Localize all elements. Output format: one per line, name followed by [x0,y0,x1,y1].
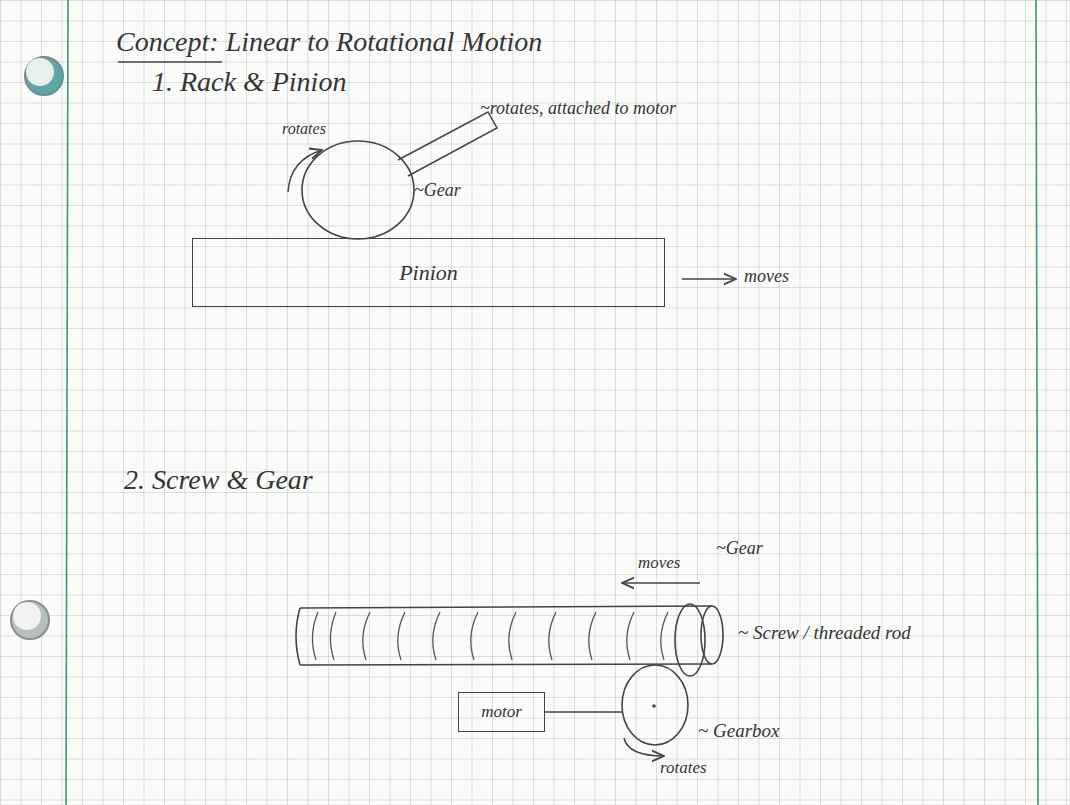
section-heading: 2. Screw & Gear [124,464,313,496]
part-name: ~Gear [414,180,461,201]
margin-line [1036,0,1038,805]
motion-note: moves [744,266,789,287]
gear-arm [398,112,497,176]
rotation-arrow [288,150,322,192]
screw-rod [300,606,712,608]
diagram-title: Concept: Linear to Rotational Motion [116,26,542,58]
punch-hole [26,58,54,86]
motion-arrow [622,582,700,584]
motor-box: motor [458,692,545,732]
screw-rod [296,608,300,665]
screw-threads [312,612,668,660]
part-name: ~ Gearbox [698,720,780,742]
title-underline [118,61,222,63]
motion-note: rotates [660,758,707,778]
section-heading: 1. Rack & Pinion [152,66,346,98]
rack-bar: Pinion [192,238,665,307]
rotation-arrow [624,738,664,756]
gearbox-circle [622,665,688,745]
part-name: ~Gear [716,538,763,559]
punch-hole [13,602,41,630]
punch-hole [11,601,49,639]
part-name: ~ Screw / threaded rod [738,622,911,644]
gearbox-center [652,704,656,708]
margin-line [66,0,68,805]
motor-shaft [545,711,622,713]
gear-circle [302,141,414,239]
nut-gear [675,604,705,676]
motion-note: moves [638,553,680,573]
box-label: Pinion [399,260,458,285]
motion-arrow [682,278,736,280]
part-note: ~rotates, attached to motor [480,98,676,119]
punch-hole [25,57,63,95]
motion-note: rotates [282,120,326,138]
box-label: motor [481,702,522,722]
